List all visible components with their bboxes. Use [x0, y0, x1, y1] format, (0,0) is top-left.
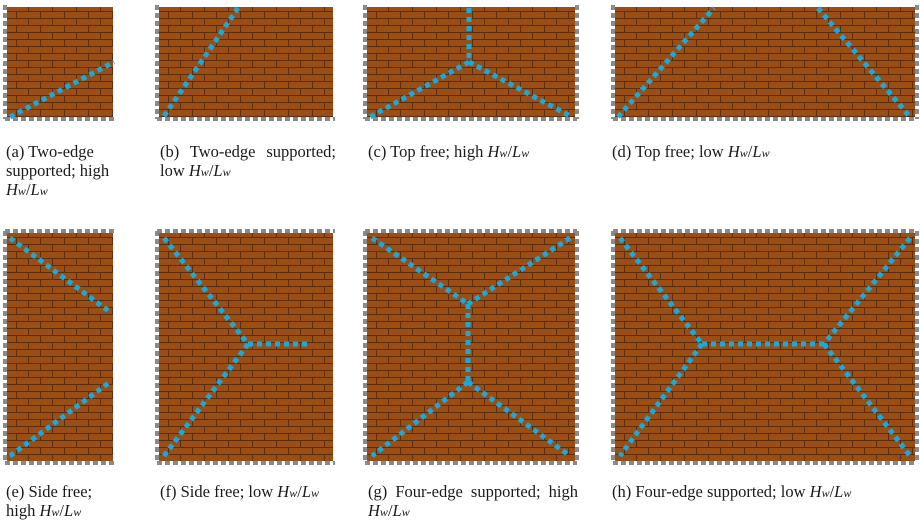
- yield-line: [368, 59, 471, 120]
- caption-d: (d) Top free; low Hw/Lw: [612, 142, 770, 161]
- ratio-h: H: [368, 501, 380, 520]
- ratio-l: L: [30, 180, 40, 199]
- ratio-h: H: [487, 142, 500, 161]
- yield-line: [618, 236, 704, 346]
- caption-g: (g) Four-edge supported; high Hw/Lw: [368, 482, 578, 520]
- ratio-l: L: [752, 142, 762, 161]
- ratio-hw-lw: Hw/Lw: [277, 482, 319, 501]
- ratio-slash: /: [747, 142, 753, 161]
- wall-panel-c: [363, 4, 579, 121]
- ratio-l-sub: w: [39, 184, 48, 198]
- caption-e: (e) Side free; high Hw/Lw: [6, 482, 93, 520]
- caption-h: (h) Four-edge supported; low Hw/Lw: [612, 482, 852, 501]
- wall-f-svg: [155, 229, 335, 465]
- yield-line: [822, 342, 912, 458]
- ratio-l: L: [512, 142, 522, 161]
- caption-c: (c) Top free; high Hw/Lw: [368, 142, 530, 161]
- ratio-l-sub: w: [222, 165, 231, 179]
- ratio-slash: /: [507, 142, 513, 161]
- wall-panel-g: [363, 229, 579, 465]
- ratio-h-sub: w: [739, 146, 748, 160]
- ratio-hw-lw: Hw/Lw: [39, 501, 81, 520]
- yield-line: [616, 6, 716, 119]
- yield-line: [816, 6, 912, 119]
- ratio-l-sub: w: [521, 146, 530, 160]
- yield-line: [8, 59, 116, 120]
- ratio-h: H: [6, 180, 18, 199]
- ratio-hw-lw: Hw/Lw: [189, 161, 231, 180]
- ratio-h-sub: w: [51, 505, 60, 519]
- ratio-h: H: [188, 161, 201, 180]
- ratio-l-sub: w: [401, 505, 410, 519]
- ratio-l-sub: w: [73, 505, 82, 519]
- ratio-hw-lw: Hw/Lw: [810, 482, 852, 501]
- ratio-h: H: [727, 142, 740, 161]
- ratio-h-sub: w: [200, 165, 209, 179]
- masonry-wall: [367, 233, 575, 461]
- ratio-hw-lw: Hw/Lw: [488, 142, 530, 161]
- ratio-slash: /: [25, 180, 31, 199]
- masonry-wall: [615, 233, 915, 461]
- caption-b: (b) Two-edge supported; low Hw/Lw: [160, 142, 336, 180]
- ratio-slash: /: [59, 501, 64, 520]
- ratio-slash: /: [387, 501, 393, 520]
- ratio-hw-lw: Hw/Lw: [728, 142, 770, 161]
- yield-line: [370, 380, 470, 458]
- masonry-wall: [7, 7, 113, 117]
- ratio-slash: /: [829, 482, 835, 501]
- wall-e-svg: [3, 229, 115, 465]
- wall-panel-b: [155, 4, 336, 121]
- yield-line: [466, 235, 572, 307]
- ratio-h-sub: w: [821, 486, 830, 500]
- wall-panel-e: [3, 229, 116, 465]
- wall-g-svg: [363, 229, 579, 465]
- wall-panel-d: [611, 4, 919, 121]
- wall-c-svg: [363, 5, 579, 121]
- yield-line: [161, 6, 241, 118]
- ratio-l: L: [301, 482, 312, 501]
- ratio-hw-lw: Hw/Lw: [368, 501, 410, 520]
- caption-a: (a) Two-edge supported; high Hw/Lw: [6, 142, 110, 199]
- masonry-wall: [159, 7, 333, 117]
- yield-line: [370, 235, 470, 307]
- wall-b-svg: [155, 5, 335, 121]
- ratio-h-sub: w: [379, 505, 388, 519]
- ratio-h-sub: w: [289, 486, 298, 500]
- yield-line: [8, 379, 112, 459]
- ratio-h-sub: w: [499, 146, 508, 160]
- wall-panel-h: [611, 229, 919, 465]
- ratio-l-sub: w: [311, 486, 320, 500]
- ratio-h: H: [277, 482, 290, 501]
- yield-line: [466, 379, 572, 459]
- ratio-l: L: [64, 501, 74, 520]
- yield-line: [822, 236, 912, 346]
- ratio-l: L: [213, 161, 223, 180]
- masonry-wall: [7, 233, 113, 461]
- ratio-slash: /: [297, 482, 302, 501]
- ratio-h-sub: w: [17, 184, 26, 198]
- yield-line: [162, 236, 250, 346]
- ratio-l: L: [392, 501, 402, 520]
- wall-d-svg: [611, 5, 919, 121]
- ratio-l-sub: w: [761, 146, 770, 160]
- masonry-wall: [615, 7, 915, 117]
- yield-line: [8, 235, 112, 315]
- wall-a-svg: [3, 5, 116, 121]
- ratio-l: L: [834, 482, 844, 501]
- wall-panel-a: [3, 4, 116, 121]
- ratio-h: H: [39, 501, 52, 520]
- caption-f: (f) Side free; low Hw/Lw: [160, 482, 320, 501]
- wall-h-svg: [611, 229, 919, 465]
- wall-panel-f: [155, 229, 336, 465]
- ratio-h: H: [809, 482, 822, 501]
- ratio-slash: /: [208, 161, 214, 180]
- ratio-l-sub: w: [843, 486, 852, 500]
- yield-line: [467, 59, 574, 120]
- ratio-hw-lw: Hw/Lw: [6, 180, 48, 199]
